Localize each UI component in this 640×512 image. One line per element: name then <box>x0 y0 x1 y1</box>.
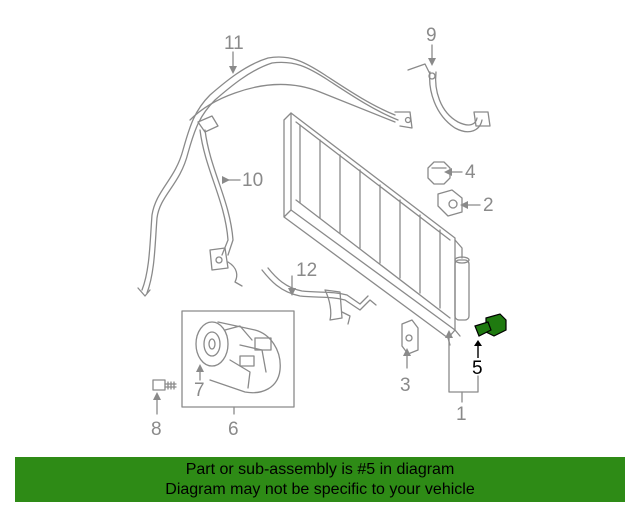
callout-2: 2 <box>483 195 494 216</box>
callout-8: 8 <box>151 419 162 440</box>
condenser-part <box>283 112 470 346</box>
pipe-part-12 <box>261 267 377 325</box>
bracket-part-2 <box>437 189 463 217</box>
banner-line-2: Diagram may not be specific to your vehi… <box>165 481 475 498</box>
switch-part-5-highlighted <box>474 313 507 358</box>
parts-diagram <box>137 44 507 415</box>
banner-line-1: Part or sub-assembly is #5 in diagram <box>185 461 455 478</box>
callout-9: 9 <box>426 25 437 46</box>
callout-3: 3 <box>400 375 411 396</box>
callout-7: 7 <box>194 380 205 401</box>
compressor-box <box>181 310 295 408</box>
callout-1: 1 <box>456 404 467 425</box>
bracket-part-3 <box>401 319 419 355</box>
leader-lines <box>156 44 481 415</box>
callout-4: 4 <box>465 162 476 183</box>
hose-part-10 <box>197 115 243 287</box>
callout-12: 12 <box>296 260 318 281</box>
callout-10: 10 <box>242 170 264 191</box>
callout-11: 11 <box>224 33 244 54</box>
leader-arrowheads <box>153 58 468 400</box>
callout-6: 6 <box>228 419 239 440</box>
pressure-hose-part-11 <box>137 56 413 297</box>
hose-part-9 <box>407 63 491 133</box>
compressor-part-7 <box>195 321 281 394</box>
nut-part-4 <box>427 161 451 185</box>
callout-5: 5 <box>472 358 483 379</box>
bolt-part-8 <box>152 379 177 391</box>
info-banner: Part or sub-assembly is #5 in diagram Di… <box>15 457 625 502</box>
